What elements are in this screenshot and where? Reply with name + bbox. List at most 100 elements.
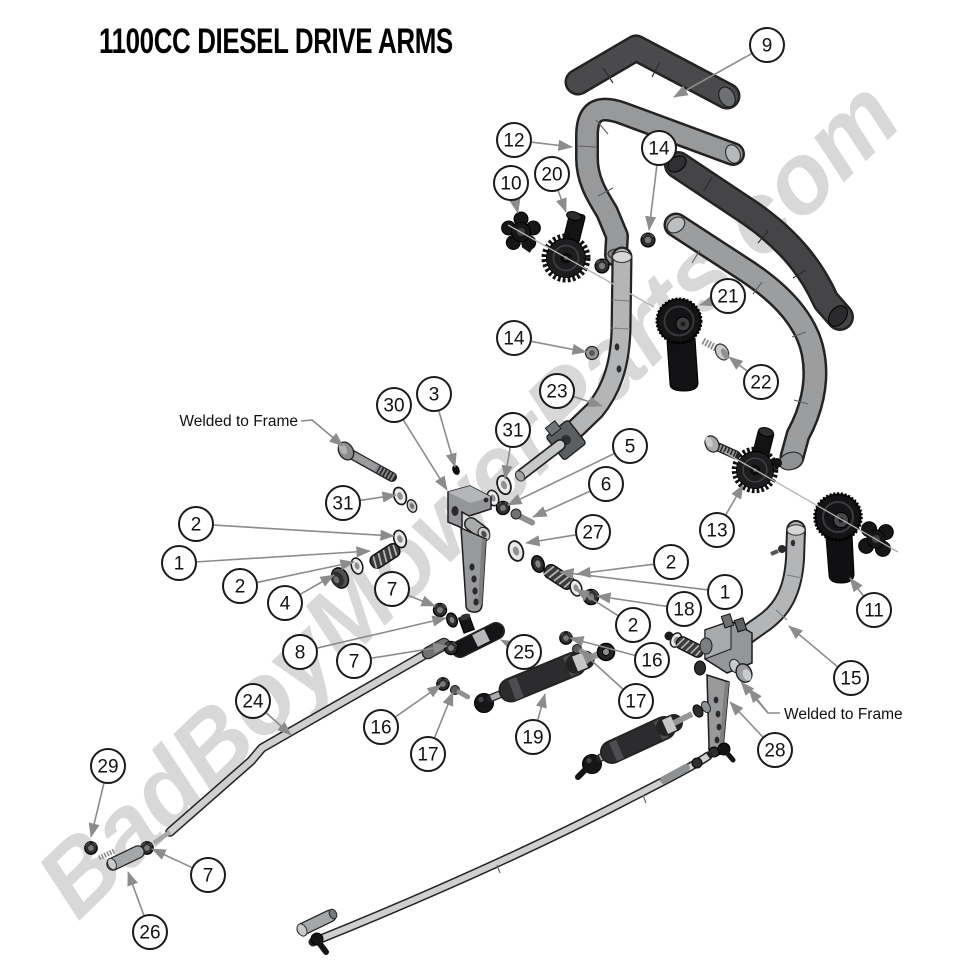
callout-balloon-31	[495, 412, 531, 448]
part-arm-weldment-15	[731, 520, 806, 649]
callout-balloon-27	[575, 514, 611, 550]
leader-line	[402, 419, 448, 491]
callout-balloon-1	[161, 545, 197, 581]
part-locknut-5	[495, 500, 511, 516]
callout-number: 22	[750, 373, 771, 394]
callout-number: 26	[139, 923, 160, 944]
callout-number: 14	[648, 139, 670, 160]
leader-line	[596, 592, 667, 608]
part-damper-19	[474, 642, 616, 713]
callout-balloon-13	[699, 512, 735, 548]
leader-line	[849, 577, 864, 597]
part-gear-13	[734, 427, 776, 491]
alignment-line-right	[723, 451, 899, 553]
callout-balloon-9	[749, 27, 785, 63]
callout-number: 25	[513, 643, 534, 664]
part-locknut-16-left	[436, 677, 450, 691]
callout-group-22-6: 22	[728, 356, 779, 400]
callout-group-20-4: 20	[534, 156, 570, 213]
callout-group-16-24: 16	[363, 684, 442, 745]
part-washer-31-left-2	[406, 499, 418, 513]
leader-line	[88, 783, 105, 838]
callout-group-7-40: 7	[151, 848, 226, 893]
callout-group-30-12: 30	[376, 387, 448, 491]
callout-group-1-16: 1	[161, 545, 371, 581]
part-arm-weldment-23	[514, 246, 633, 482]
callout-number: 7	[387, 580, 398, 601]
callout-group-29-38: 29	[88, 748, 126, 838]
callout-number: 11	[864, 601, 884, 622]
callout-number: 20	[541, 165, 562, 186]
part-knob-10	[501, 211, 541, 253]
leader-line	[788, 625, 838, 668]
callout-group-14-2: 14	[641, 130, 677, 231]
callout-group-2-31: 2	[575, 588, 651, 643]
part-bracket-28	[664, 613, 753, 763]
callout-balloon-7	[336, 643, 372, 679]
callout-balloon-15	[833, 660, 869, 696]
part-bolt-head-14	[584, 345, 600, 361]
callout-group-16-32: 16	[569, 636, 670, 678]
callout-group-12-1: 12	[496, 122, 573, 158]
callout-number: 7	[203, 866, 214, 887]
callout-number: 5	[625, 437, 636, 458]
callout-group-13-34: 13	[699, 484, 744, 548]
callout-group-31-14: 31	[325, 485, 397, 521]
callout-balloon-5	[612, 428, 648, 464]
callout-number: 8	[295, 643, 306, 664]
part-locknut-14-upper	[640, 232, 656, 248]
part-stud-17-left	[450, 685, 471, 700]
callout-number: 16	[641, 651, 662, 672]
leader-line	[317, 615, 447, 649]
leader-line	[531, 340, 587, 355]
callout-balloon-28	[757, 732, 793, 768]
leader-line	[569, 636, 635, 657]
callout-number: 9	[762, 36, 773, 57]
leader-line	[580, 650, 624, 690]
callout-balloon-2	[653, 544, 689, 580]
callout-group-7-21: 7	[336, 642, 448, 679]
callout-number: 15	[840, 669, 861, 690]
callout-number: 3	[429, 385, 440, 406]
callout-number: 12	[503, 131, 524, 152]
callout-number: 2	[191, 515, 202, 536]
part-washer-8	[444, 610, 460, 630]
callout-balloon-18	[666, 591, 702, 627]
annotation-leader	[300, 419, 344, 447]
callout-number: 17	[625, 692, 646, 713]
callout-group-3-13: 3	[416, 376, 457, 468]
callout-balloon-31	[325, 485, 361, 521]
callout-balloon-2	[178, 506, 214, 542]
callout-group-31-9: 31	[495, 412, 531, 480]
frame-label: Welded to Frame	[179, 413, 298, 430]
part-knob-11	[858, 521, 894, 557]
callout-balloon-12	[496, 122, 532, 158]
leader-line	[532, 490, 590, 518]
callout-balloon-10	[493, 165, 529, 201]
leader-line	[433, 691, 454, 738]
leader-line	[265, 712, 292, 736]
callout-balloon-17	[618, 683, 654, 719]
callout-group-19-26: 19	[515, 693, 551, 755]
callout-balloon-29	[90, 748, 126, 784]
part-gear-20	[544, 211, 588, 280]
callout-balloon-14	[641, 130, 677, 166]
callout-balloon-22	[743, 364, 779, 400]
callout-group-26-39: 26	[127, 871, 168, 950]
part-locknut-7-top	[432, 602, 448, 618]
callout-group-17-25: 17	[410, 691, 454, 772]
callout-balloon-1	[707, 574, 743, 610]
callout-balloon-7	[374, 571, 410, 607]
callout-number: 28	[764, 741, 785, 762]
part-washer-27	[507, 540, 525, 562]
callout-balloon-17	[410, 736, 446, 772]
leader-line	[559, 568, 708, 591]
callout-balloon-23	[539, 373, 575, 409]
leader-line	[257, 559, 355, 584]
callout-group-2-15: 2	[178, 506, 395, 542]
callout-group-17-33: 17	[580, 650, 654, 719]
leader-line	[525, 534, 576, 547]
callout-number: 21	[717, 287, 738, 308]
